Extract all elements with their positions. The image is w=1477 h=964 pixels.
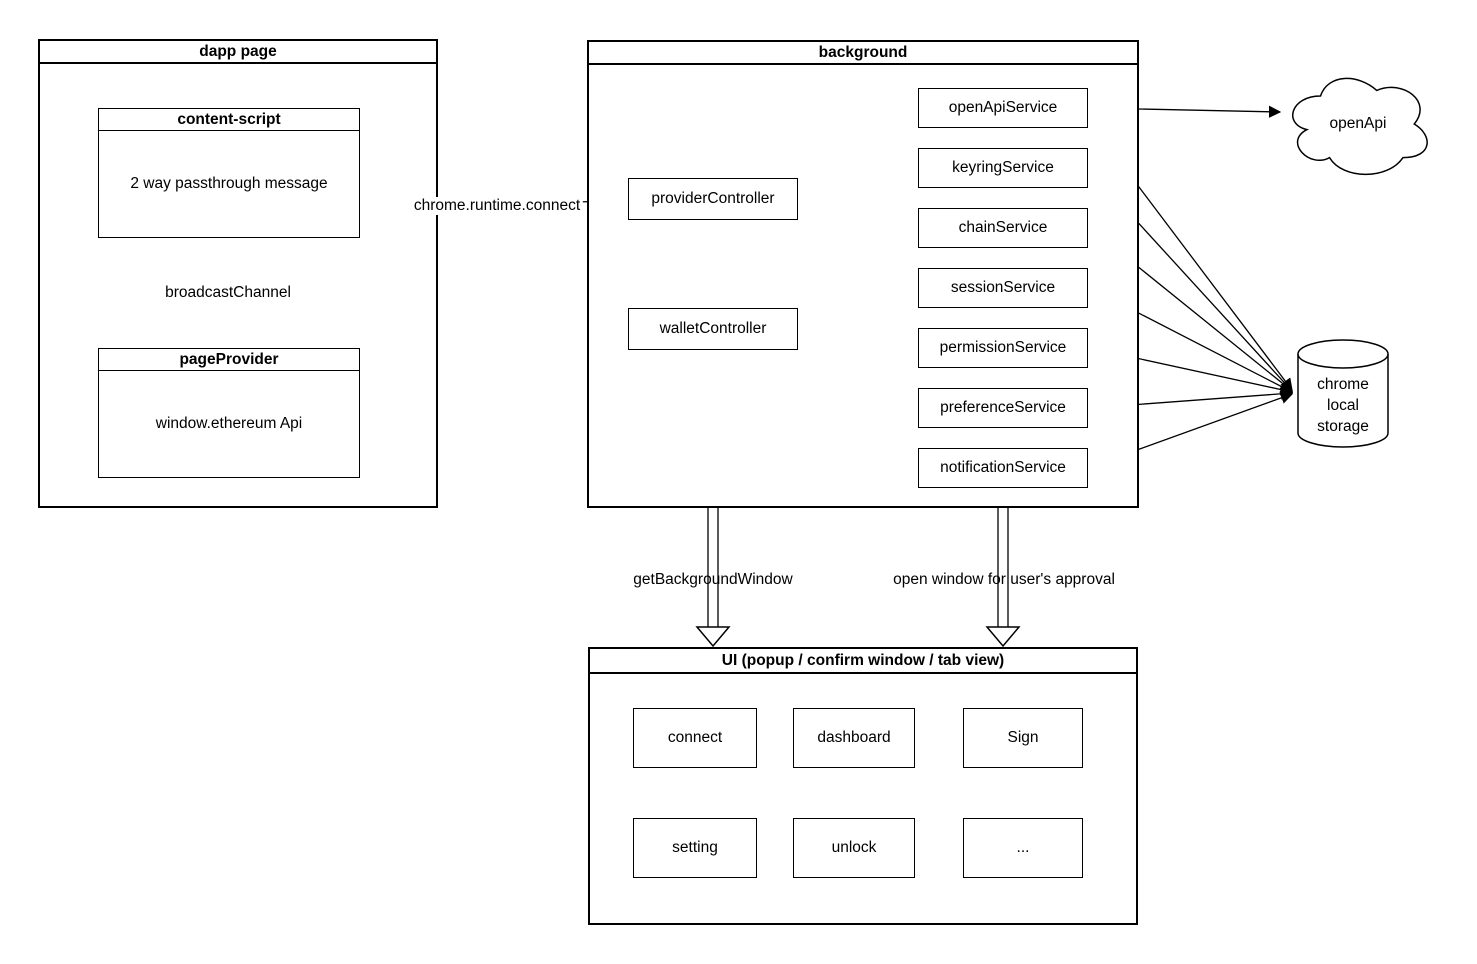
ui-button-dashboard: dashboard xyxy=(793,708,915,768)
content-script-box: content-script 2 way passthrough message xyxy=(98,108,360,238)
content-script-body: 2 way passthrough message xyxy=(130,175,328,192)
ui-button-unlock: unlock xyxy=(793,818,915,878)
ui-title-text: UI (popup / confirm window / tab view) xyxy=(721,651,1005,669)
ui-container: UI (popup / confirm window / tab view) xyxy=(588,647,1138,925)
service-box-permissionservice: permissionService xyxy=(918,328,1088,368)
storage-label-line3: storage xyxy=(1317,418,1369,435)
service-box-sessionservice: sessionService xyxy=(918,268,1088,308)
ui-button-more: ... xyxy=(963,818,1083,878)
content-script-title: content-script xyxy=(99,109,359,131)
ui-title: UI (popup / confirm window / tab view) xyxy=(590,649,1136,674)
ui-button-sign: Sign xyxy=(963,708,1083,768)
chrome-runtime-connect-label: chrome.runtime.connect xyxy=(410,197,584,215)
provider-controller-box: providerController xyxy=(628,178,798,220)
page-provider-title: pageProvider xyxy=(99,349,359,371)
broadcast-channel-label: broadcastChannel xyxy=(162,284,294,302)
service-box-preferenceservice: preferenceService xyxy=(918,388,1088,428)
page-provider-box: pageProvider window.ethereum Api xyxy=(98,348,360,478)
service-box-notificationservice: notificationService xyxy=(918,448,1088,488)
dapp-page-title-text: dapp page xyxy=(199,42,277,60)
ui-button-connect: connect xyxy=(633,708,757,768)
dapp-page-title: dapp page xyxy=(40,41,436,64)
cylinder-shape xyxy=(1297,339,1389,448)
service-box-keyringservice: keyringService xyxy=(918,148,1088,188)
ui-button-setting: setting xyxy=(633,818,757,878)
storage-label: chrome local storage xyxy=(1298,374,1388,437)
service-box-openapiservice: openApiService xyxy=(918,88,1088,128)
service-box-chainservice: chainService xyxy=(918,208,1088,248)
cloud-label: openApi xyxy=(1329,115,1387,132)
get-background-window-label: getBackgroundWindow xyxy=(633,571,793,588)
storage-label-line1: chrome xyxy=(1317,376,1369,393)
block-arrow-open-window xyxy=(985,490,1021,648)
background-title: background xyxy=(589,42,1137,65)
open-window-label: open window for user's approval xyxy=(893,571,1115,588)
storage-label-line2: local xyxy=(1327,397,1359,414)
page-provider-body: window.ethereum Api xyxy=(155,415,303,432)
cloud-shape xyxy=(1292,77,1428,176)
background-title-text: background xyxy=(818,43,908,61)
wallet-controller-box: walletController xyxy=(628,308,798,350)
